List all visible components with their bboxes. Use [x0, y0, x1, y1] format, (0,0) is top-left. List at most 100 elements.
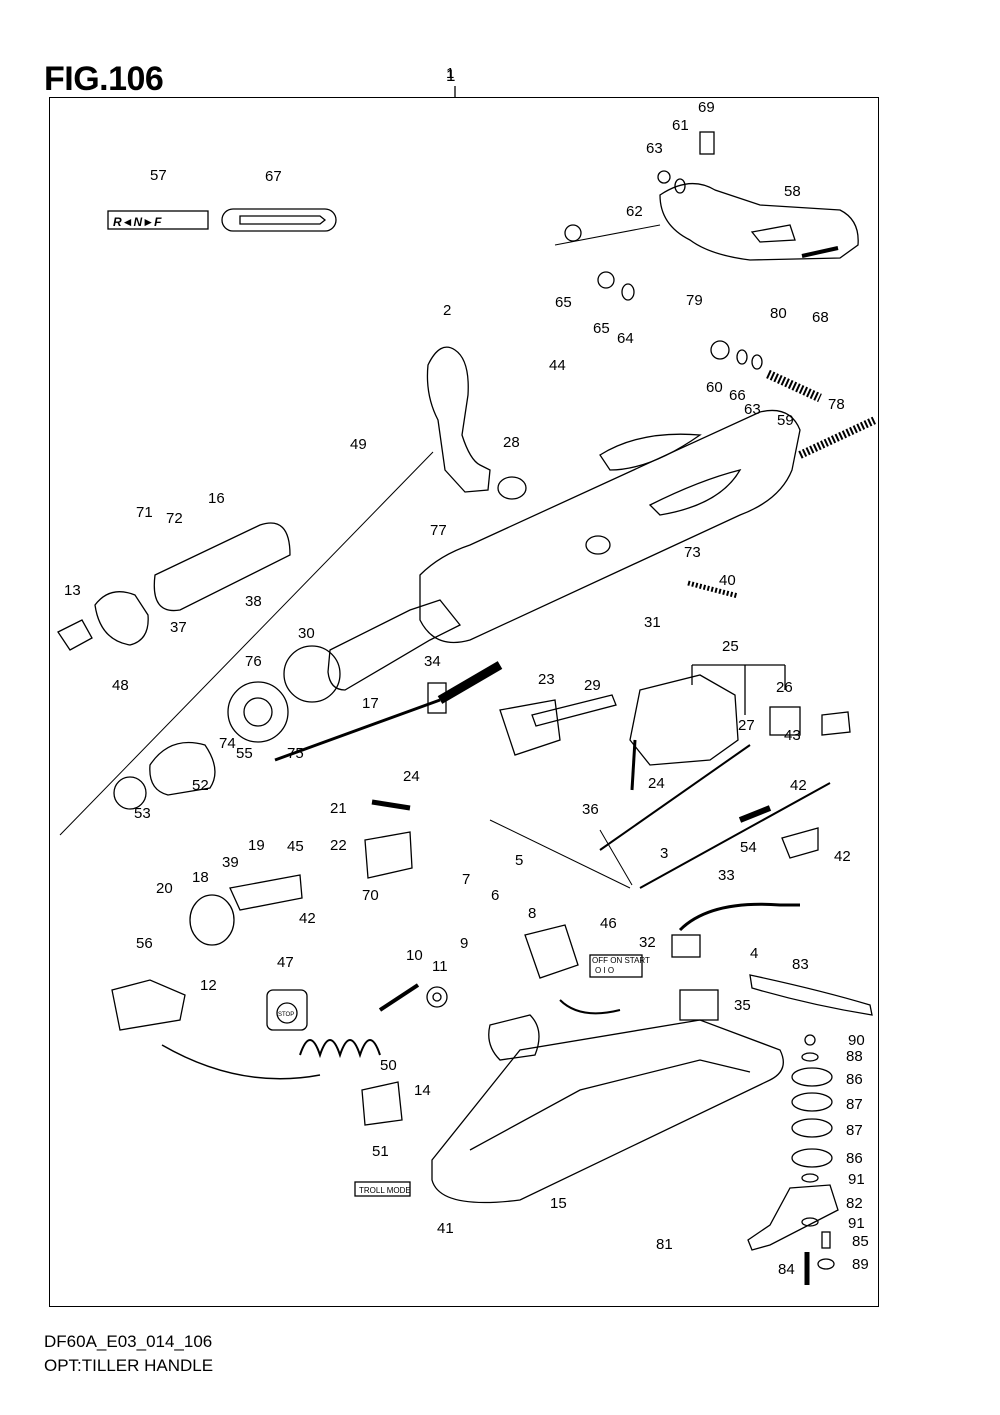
throttle-rod: [274, 698, 441, 762]
part-callout-6: 6: [491, 887, 499, 904]
part-callout-7: 7: [462, 871, 470, 888]
grip-decal-arrow-icon: [239, 215, 327, 225]
part-callout-42: 42: [834, 848, 851, 865]
grommet-11: [426, 986, 448, 1008]
throttle-grip: [153, 522, 291, 612]
part-callout-75: 75: [287, 745, 304, 762]
part-callout-68: 68: [812, 309, 829, 326]
part-callout-55: 55: [236, 745, 253, 762]
switch-panel-symbols: O I O: [595, 966, 614, 975]
part-callout-46: 46: [600, 915, 617, 932]
part-callout-5: 5: [515, 852, 523, 869]
part-callout-35: 35: [734, 997, 751, 1014]
friction-plate-30: [283, 645, 341, 703]
shift-lever: [426, 346, 491, 493]
part-callout-71: 71: [136, 504, 153, 521]
washer-66: [736, 349, 748, 365]
friction-ring-76-inner: [243, 697, 273, 727]
nut-90: [804, 1034, 816, 1046]
part-callout-19: 19: [248, 837, 265, 854]
part-callout-87: 87: [846, 1122, 863, 1139]
part-callout-91: 91: [848, 1171, 865, 1188]
lever-82: [747, 1184, 839, 1251]
bushing-65: [564, 224, 582, 242]
switch-panel-text: OFF ON START: [592, 956, 650, 965]
link-22: [364, 831, 413, 879]
part-callout-79: 79: [686, 292, 703, 309]
cap-53: [113, 776, 147, 810]
part-callout-84: 84: [778, 1261, 795, 1278]
part-callout-8: 8: [528, 905, 536, 922]
part-callout-90: 90: [848, 1032, 865, 1049]
part-callout-67: 67: [265, 168, 282, 185]
friction-plate-86b: [791, 1148, 833, 1168]
washer-91b: [801, 1217, 819, 1227]
tiller-body-groove-2: [648, 468, 742, 516]
part-callout-24: 24: [648, 775, 665, 792]
plate-69: [699, 131, 715, 155]
part-callout-36: 36: [582, 801, 599, 818]
stop-tag-icon: [276, 1002, 298, 1024]
lower-case-rim: [469, 1059, 751, 1151]
part-callout-43: 43: [784, 727, 801, 744]
washer-63: [674, 178, 686, 194]
part-callout-58: 58: [784, 183, 801, 200]
part-callout-80: 80: [770, 305, 787, 322]
part-callout-63: 63: [646, 140, 663, 157]
key-switch-8: [524, 924, 579, 979]
bolt-40: [687, 580, 739, 599]
part-callout-16: 16: [208, 490, 225, 507]
spring: [798, 416, 877, 459]
throttle-rod-body: [437, 661, 503, 704]
part-callout-82: 82: [846, 1195, 863, 1212]
part-callout-39: 39: [222, 854, 239, 871]
part-callout-52: 52: [192, 777, 209, 794]
part-callout-44: 44: [549, 357, 566, 374]
part-callout-49: 49: [350, 436, 367, 453]
tiller-body-groove: [599, 433, 702, 471]
part-callout-27: 27: [738, 717, 755, 734]
part-callout-74: 74: [219, 735, 236, 752]
friction-disc-87: [791, 1092, 833, 1112]
part-callout-9: 9: [460, 935, 468, 952]
switch-23: [499, 699, 561, 756]
part-callout-3: 3: [660, 845, 668, 862]
guide-line-32: [489, 819, 631, 889]
part-callout-20: 20: [156, 880, 173, 897]
part-callout-28: 28: [503, 434, 520, 451]
shift-arm: [630, 739, 637, 791]
shift-decal: [107, 210, 209, 230]
washer-89: [817, 1258, 835, 1270]
troll-switch-50: [361, 1081, 403, 1126]
part-callout-1: 1: [446, 65, 454, 82]
stop-switch-9: [488, 1014, 540, 1061]
part-callout-89: 89: [852, 1256, 869, 1273]
part-callout-85: 85: [852, 1233, 869, 1250]
part-callout-11: 11: [432, 958, 448, 975]
clamp-34: [427, 682, 447, 714]
shift-decal-text: R◄N►F: [113, 215, 162, 229]
part-callout-29: 29: [584, 677, 601, 694]
switch-harness: [559, 999, 621, 1015]
lanyard-coil: [299, 1039, 381, 1059]
cable-33-sleeve: [738, 805, 772, 823]
part-callout-32: 32: [639, 934, 656, 951]
guide-line-36: [599, 829, 633, 886]
part-callout-60: 60: [706, 379, 723, 396]
collar: [497, 476, 527, 500]
bushing-65b: [597, 271, 615, 289]
troll-mode-text: TROLL MODE: [359, 1186, 411, 1195]
grip-end-48: [94, 591, 149, 646]
tiller-body-hole: [585, 535, 611, 555]
part-callout-21: 21: [330, 800, 347, 817]
tiller-handle-body: [419, 409, 801, 644]
lever-56: [111, 979, 186, 1031]
part-callout-34: 34: [424, 653, 441, 670]
wire-harness-4: [678, 902, 800, 932]
pin-85: [821, 1231, 831, 1249]
bracket-54: [781, 827, 819, 859]
plate-26: [769, 706, 801, 736]
part-callout-54: 54: [740, 839, 757, 856]
